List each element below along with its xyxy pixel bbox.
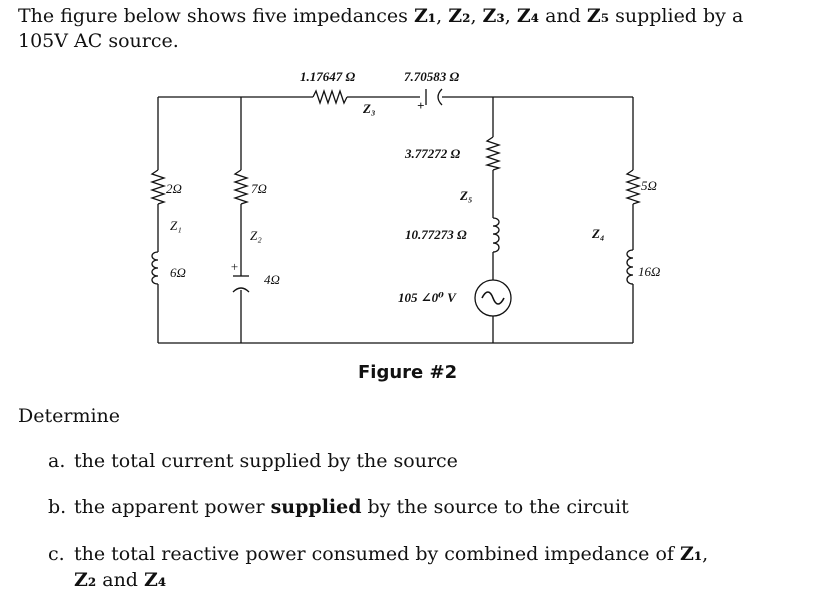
z5-symbol: Z₅ (586, 5, 610, 27)
figure-caption: Figure #2 (358, 362, 458, 383)
question-c-z1: Z₁ (679, 543, 703, 565)
z5-reactance-label: 10.77273 Ω (405, 227, 467, 242)
z3-resistor-symbol (312, 88, 348, 106)
z3-symbol: Z₃ (482, 5, 505, 27)
z4-resistor-symbol (624, 169, 642, 205)
intro-text: The figure below shows five impedances (18, 5, 414, 27)
question-b-bold: supplied (270, 496, 362, 518)
question-c: c. the total reactive power consumed by c… (48, 541, 808, 593)
intro-line-2: 105V AC source. (18, 30, 179, 52)
determine-heading: Determine (18, 405, 121, 427)
question-c-and: and (96, 569, 145, 591)
z4-reactance-label: 16Ω (638, 264, 660, 279)
z2-name-label: Z₂ (250, 228, 262, 243)
z4-inductor-symbol (626, 249, 634, 285)
z5-resistance-label: 3.77272 Ω (404, 146, 461, 161)
z1-resistor-symbol (149, 169, 167, 205)
z1-inductor-symbol (151, 251, 159, 285)
z1-symbol: Z₁ (413, 5, 437, 27)
question-b-text-end: by the source to the circuit (361, 496, 629, 518)
intro-text-2: supplied by a (609, 5, 744, 27)
z5-name-label: Z₅ (459, 188, 472, 203)
z2-reactance-label: 4Ω (264, 272, 280, 287)
z2-resistance-label: 7Ω (251, 181, 267, 196)
z5-inductor-symbol (492, 217, 500, 253)
question-c-z2: Z₂ (74, 569, 97, 591)
question-c-letter: c. (48, 543, 65, 565)
z4-symbol: Z₄ (516, 5, 540, 27)
circuit-diagram: 2Ω Z₁ 6Ω 7Ω Z₂ + 4Ω 1.17647 Ω 7.70583 Ω … (149, 69, 660, 344)
intro-line-1: The figure below shows five impedances Z… (18, 5, 744, 27)
question-a-letter: a. (48, 450, 66, 472)
and-word: and (545, 5, 581, 27)
z3-capacitor-symbol (425, 88, 443, 106)
z4-resistance-label: 5Ω (641, 178, 657, 193)
question-c-text: the total reactive power consumed by com… (74, 543, 680, 565)
z3-name-label: Z₃ (362, 101, 375, 116)
circuit-wires (157, 96, 634, 344)
ac-source-symbol (474, 279, 512, 317)
z2-symbol: Z₂ (448, 5, 471, 27)
z2-capacitor-symbol (232, 275, 250, 293)
z1-name-label: Z₁ (170, 218, 182, 233)
z3-plus-sign: + (417, 98, 424, 113)
question-b-letter: b. (48, 496, 67, 518)
question-b: b. the apparent power supplied by the sou… (48, 494, 629, 520)
z4-name-label: Z₄ (591, 226, 604, 241)
question-a: a. the total current supplied by the sour… (48, 448, 458, 474)
problem-statement: The figure below shows five impedances Z… (18, 4, 808, 54)
z2-plus-sign: + (230, 259, 239, 274)
question-c-comma: , (702, 543, 709, 565)
source-label: 105 ∠0⁰ V (398, 290, 457, 305)
z3-resistance-label: 1.17647 Ω (300, 69, 356, 84)
question-c-z4: Z₄ (144, 569, 167, 591)
z1-reactance-label: 6Ω (170, 265, 186, 280)
question-b-text: the apparent power (74, 496, 271, 518)
question-a-text: the total current supplied by the source (74, 450, 458, 472)
z1-resistance-label: 2Ω (166, 181, 182, 196)
z5-resistor-symbol (484, 136, 502, 171)
z2-resistor-symbol (232, 169, 250, 205)
z3-reactance-label: 7.70583 Ω (404, 69, 460, 84)
